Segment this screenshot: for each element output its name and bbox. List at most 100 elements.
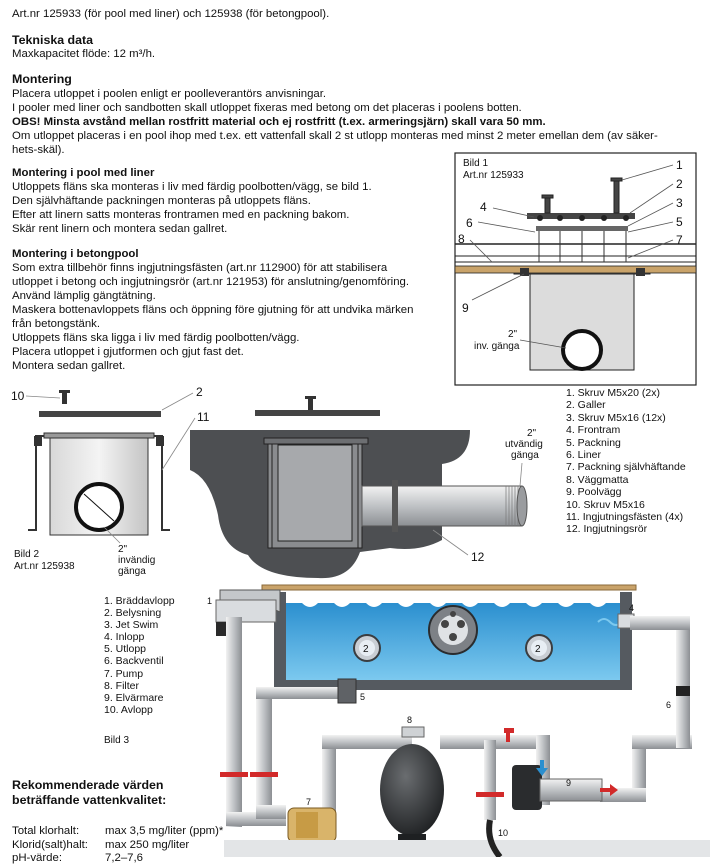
figure1-artnr: Art.nr 125933 (463, 170, 524, 181)
mounting-line: Placera utloppet i poolen enligt er pool… (12, 88, 327, 100)
liner-line: Skär rent linern och montera sedan gallr… (12, 223, 228, 235)
callout: 8 (407, 715, 412, 725)
legend-item: 2. Galler (566, 399, 606, 412)
callout: 1 (207, 596, 212, 606)
callout: 4 (480, 200, 487, 214)
legend-item: 3. Jet Swim (104, 619, 159, 632)
water-heading: Rekommenderade värden (12, 778, 164, 792)
heater (512, 765, 542, 810)
wall-mat (454, 265, 697, 274)
thread-label: utvändig (505, 439, 543, 450)
concrete-figure: 2" utvändig gänga 12 (190, 396, 543, 579)
concrete-line: Placera utloppet i gjutformen och gjut f… (12, 346, 244, 358)
legend-item: 1. Bräddavlopp (104, 595, 175, 607)
liner-heading: Montering i pool med liner (12, 167, 155, 179)
figure3-title: Bild 3 (104, 735, 130, 746)
liner-line: Utloppets fläns ska monteras i liv med f… (12, 181, 372, 193)
figure3: 2 2 (207, 584, 710, 857)
figure2-title: Bild 2 (14, 549, 40, 560)
legend-item: 10. Avlopp (104, 703, 153, 716)
callout: 11 (197, 410, 210, 424)
mounting-line: Om utloppet placeras i en pool ihop med … (12, 130, 658, 142)
figure1: 1 2 3 4 5 6 7 8 9 Bild 1 Art.nr 125933 2… (454, 152, 697, 386)
filter (380, 744, 444, 836)
concrete-line: Som extra tillbehör finns ingjutningsfäs… (12, 262, 388, 274)
legend-item: 9. Poolvägg (566, 486, 622, 499)
figure2: 10 2 11 2" invändig gänga (11, 385, 210, 577)
legend-item: 7. Packning självhäftande (566, 461, 686, 474)
callout: 10 (498, 828, 508, 838)
legend-item: 5. Packning (566, 436, 621, 449)
legend-item: 5. Utlopp (104, 643, 147, 656)
callout: 7 (676, 233, 683, 247)
callout: 7 (306, 797, 311, 807)
liner-line: Efter att linern satts monteras frontram… (12, 209, 350, 221)
callout: 9 (566, 778, 571, 788)
mounting-line: I pooler med liner och sandbotten skall … (12, 102, 522, 114)
header-line: Art.nr 125933 (för pool med liner) och 1… (12, 8, 330, 20)
grill (39, 411, 161, 417)
figure3-legend: 1. Bräddavlopp 2. Belysning 3. Jet Swim … (104, 595, 175, 716)
callout: 12 (471, 550, 485, 564)
thread-label: gänga (511, 450, 539, 461)
concrete-heading: Montering i betongpool (12, 248, 139, 260)
legend-item: 4. Frontram (566, 424, 621, 437)
legend-item: 11. Ingjutningsfästen (4x) (566, 511, 684, 524)
callout: 1 (676, 158, 683, 172)
thread-label: gänga (118, 566, 146, 577)
legend-item: 7. Pump (104, 667, 144, 680)
liner-line: Den självhäftande packningen monteras på… (12, 195, 311, 207)
mounting-warning: OBS! Minsta avstånd mellan rostfritt mat… (12, 116, 546, 128)
thread-label: invändig (118, 555, 155, 566)
legend-item: 2. Belysning (104, 607, 162, 620)
concrete-line: Montera sedan gallret. (12, 360, 126, 372)
pipework (226, 616, 692, 833)
figure1-title: Bild 1 (463, 158, 488, 169)
parts-legend: 1. Skruv M5x20 (2x) 2. Galler 3. Skruv M… (566, 387, 686, 536)
water-label: Total klorhalt: (12, 825, 80, 837)
callout: 3 (676, 196, 683, 210)
callout: 2 (196, 385, 203, 399)
thread-label: 2" (508, 329, 518, 340)
legend-item: 12. Ingjutningsrör (566, 523, 648, 536)
legend-item: 8. Filter (104, 679, 140, 692)
water-value: max 3,5 mg/liter (ppm)* (105, 825, 224, 837)
concrete-line: Maskera bottenavloppets fläns och öppnin… (12, 304, 414, 316)
callout: 6 (666, 700, 671, 710)
callout: 5 (676, 215, 683, 229)
callout: 2 (363, 644, 369, 655)
concrete-line: från betongstänk. (12, 318, 101, 330)
water-value: max 250 mg/liter (105, 839, 190, 851)
tech-heading: Tekniska data (12, 33, 94, 47)
callout: 8 (458, 232, 465, 246)
concrete-line: Utloppets fläns ska ligga i liv med färd… (12, 332, 300, 344)
outlet-opening (561, 329, 603, 371)
legend-item: 4. Inlopp (104, 631, 145, 644)
callout: 9 (462, 301, 469, 315)
legend-item: 10. Skruv M5x16 (566, 498, 645, 511)
thread-label: 2" (527, 428, 537, 439)
legend-item: 6. Liner (566, 449, 602, 462)
water-label: Klorid(salt)halt: (12, 839, 88, 851)
callout: 4 (629, 603, 634, 613)
callout: 2 (535, 644, 541, 655)
concrete-line: Använd lämplig gängtätning. (12, 290, 156, 302)
tech-capacity: Maxkapacitet flöde: 12 m³/h. (12, 48, 156, 60)
grill (255, 410, 380, 416)
pool-wall (274, 592, 632, 690)
callout: 5 (360, 692, 365, 702)
pool-deck (261, 584, 637, 591)
concrete-line: utloppet i betong och ingjutningsrör (ar… (12, 276, 410, 288)
callout: 10 (11, 389, 25, 403)
legend-item: 3. Skruv M5x16 (12x) (566, 411, 666, 424)
cast-in-pipe (361, 485, 523, 527)
mounting-heading: Montering (12, 72, 72, 86)
thread-label: 2" (118, 544, 128, 555)
callout: 2 (676, 177, 683, 191)
valves (220, 686, 690, 797)
legend-item: 9. Elvärmare (104, 691, 164, 704)
legend-item: 1. Skruv M5x20 (2x) (566, 387, 660, 399)
legend-item: 8. Väggmatta (566, 473, 629, 486)
thread-label: inv. gänga (474, 341, 520, 352)
